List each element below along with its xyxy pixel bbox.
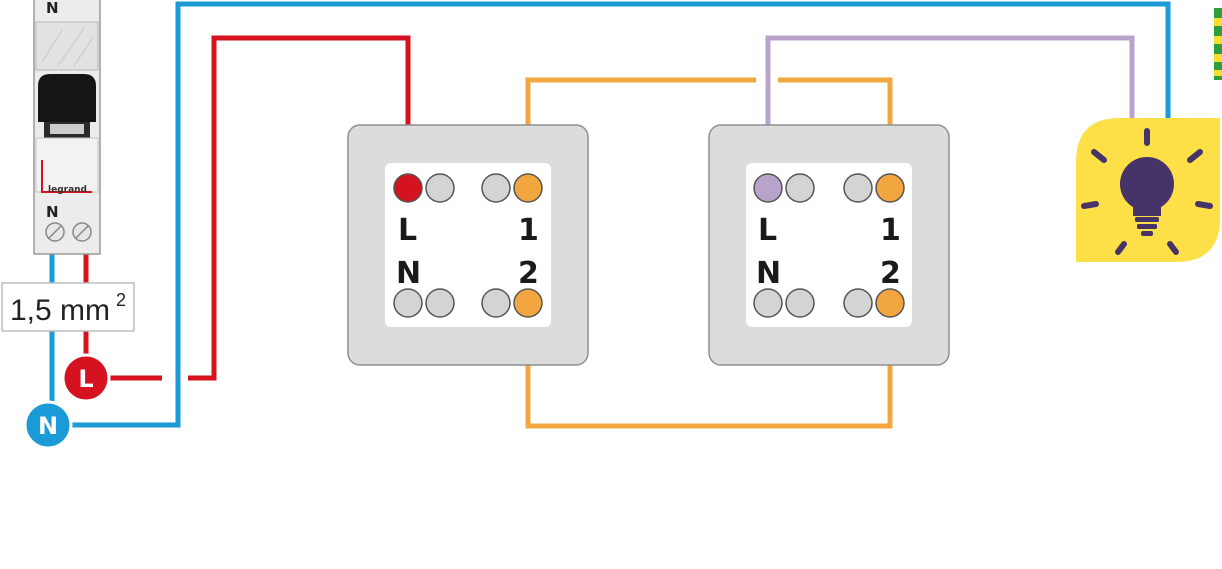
switch-2-label-L: L [758, 213, 777, 248]
live-badge-label: L [78, 365, 93, 393]
switch-2-terminal-L-spare [785, 173, 815, 203]
cable-section-superscript: 2 [116, 290, 126, 310]
switch-1-terminal-L [393, 173, 423, 203]
switch-2-terminal-N [753, 288, 783, 318]
neutral-badge-label: N [38, 412, 58, 440]
switch-1-terminal-N [393, 288, 423, 318]
switch-2-terminal-L [753, 173, 783, 203]
light-bulb-icon [1081, 128, 1213, 255]
switch-1-label-1: 1 [518, 213, 539, 248]
switch-2-terminal-block [746, 163, 912, 327]
switch-1-terminal-block [385, 163, 551, 327]
switch-2-terminal-1 [875, 173, 905, 203]
breaker-lever [38, 74, 96, 122]
switch-2-terminal-N-spare [785, 288, 815, 318]
wires [49, 1, 1171, 429]
breaker-top-label: N [46, 0, 59, 17]
switch-1-terminal-L-spare [425, 173, 455, 203]
switch-1-terminal-1 [513, 173, 543, 203]
lamp [1076, 118, 1220, 262]
switch-2-terminal-2 [875, 288, 905, 318]
cable-section-value: 1,5 mm [10, 294, 110, 327]
switch-1-terminal-2 [513, 288, 543, 318]
switch-1-label-N: N [396, 256, 421, 291]
switch-2: L 1 N 2 [708, 124, 950, 366]
switch-2-terminal-2-spare [843, 288, 873, 318]
switch-2-label-1: 1 [880, 213, 901, 248]
switch-1-terminal-2-spare [481, 288, 511, 318]
neutral-wire [49, 1, 1171, 428]
live-wire-switch1 [188, 35, 411, 381]
switch-1-terminal-1-spare [481, 173, 511, 203]
switch-1-label-2: 2 [518, 256, 539, 291]
breaker-bottom-label: N [46, 203, 59, 221]
lamp-wire [765, 35, 1135, 188]
switch-1-label-L: L [398, 213, 417, 248]
switch-2-label-N: N [756, 256, 781, 291]
switch-1-terminal-N-spare [425, 288, 455, 318]
earth-strip [1214, 8, 1222, 80]
cable-section-label: 1,5 mm 2 [1, 282, 135, 332]
live-badge: L [61, 353, 111, 403]
switch-2-terminal-1-spare [843, 173, 873, 203]
breaker-brand: legrand [48, 185, 87, 195]
switch-2-label-2: 2 [880, 256, 901, 291]
switch-1: L 1 N 2 [347, 124, 589, 366]
neutral-badge: N [23, 400, 73, 450]
circuit-breaker: legrand N N [33, 0, 101, 255]
